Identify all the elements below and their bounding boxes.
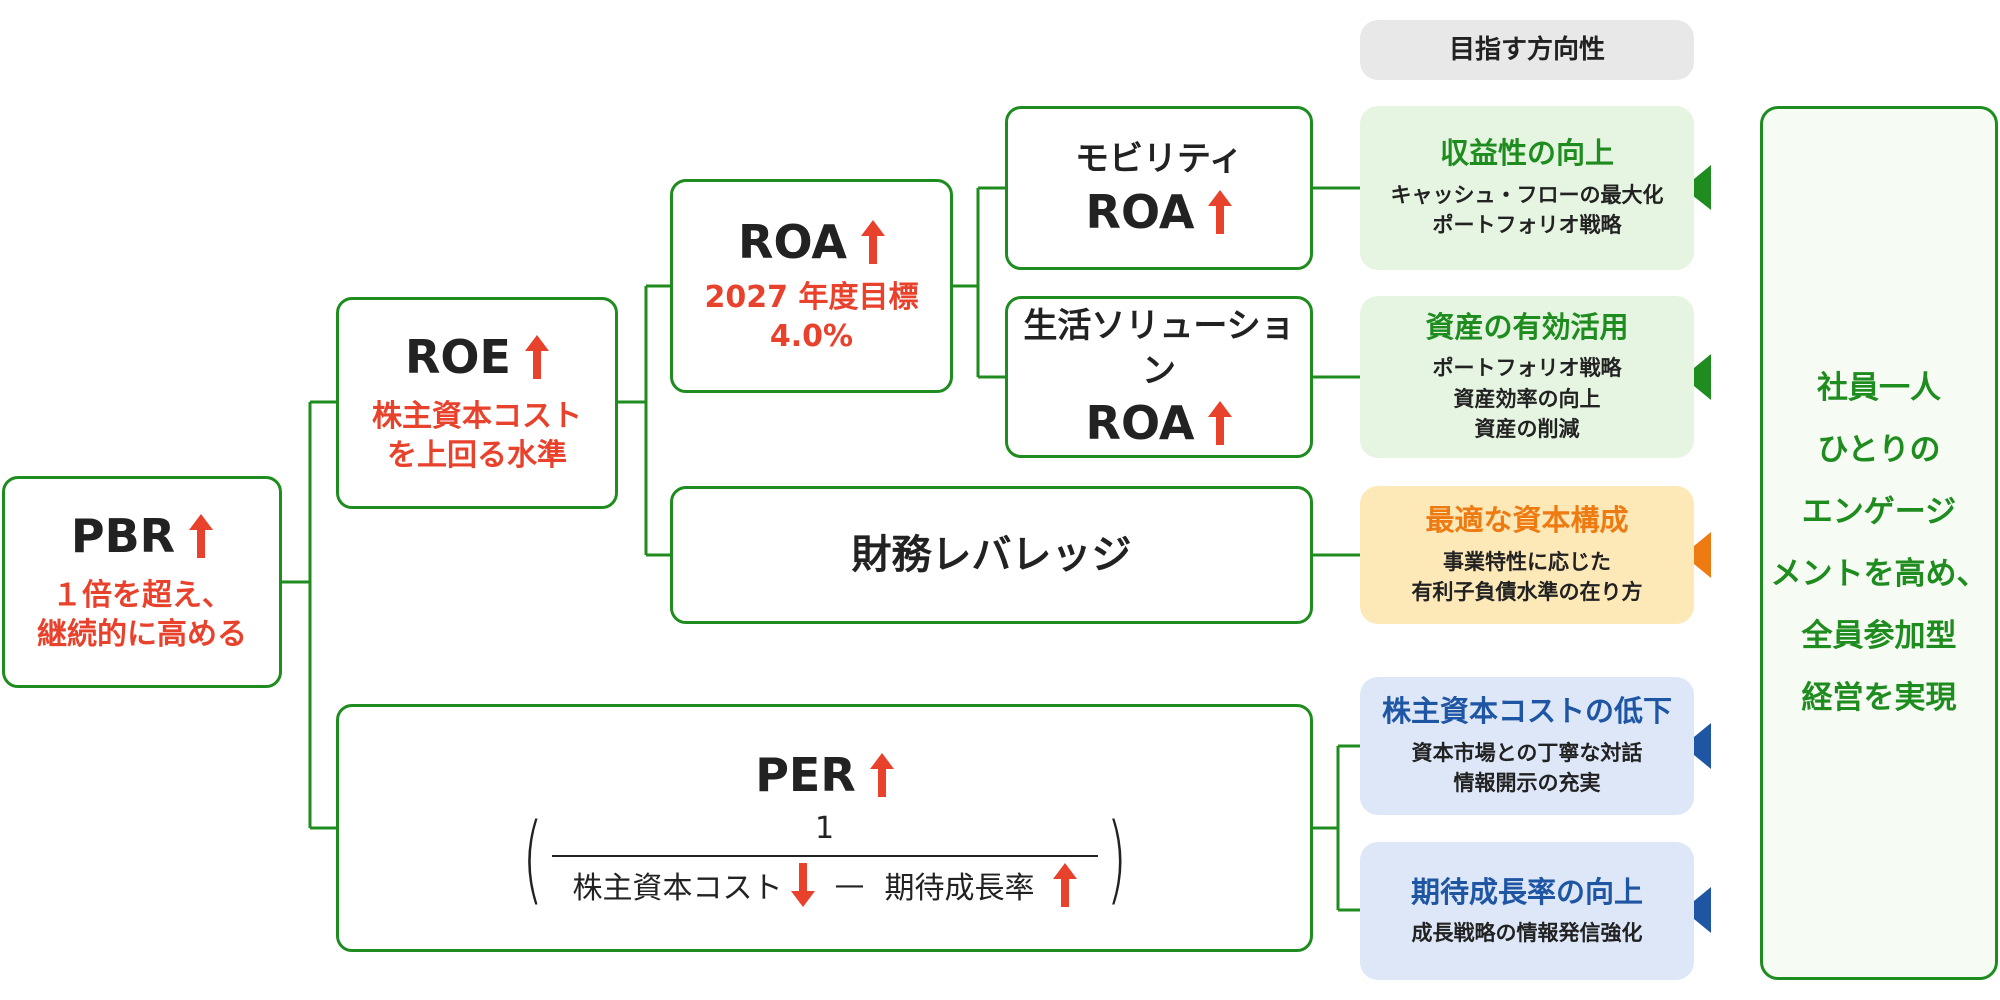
roa-box: ROA 2027 年度目標 4.0% [670, 179, 953, 393]
per-term-growth: 期待成長率 [884, 871, 1035, 907]
roa-note: 2027 年度目標 4.0% [704, 280, 919, 355]
up-arrow-icon [860, 219, 885, 264]
direction-cost-of-equity: 株主資本コストの低下 資本市場との丁寧な対話 情報開示の充実 [1360, 677, 1694, 815]
direction-growth-rate: 期待成長率の向上 成長戦略の情報発信強化 [1360, 842, 1694, 980]
per-numerator: 1 [814, 811, 835, 847]
mobility-label: モビリティ [1075, 139, 1243, 180]
pbr-box: PBR １倍を超え、 継続的に高める [2, 476, 282, 688]
direction-title: 株主資本コストの低下 [1381, 694, 1672, 729]
per-term-cost: 株主資本コスト [572, 871, 783, 907]
financial-leverage-title: 財務レバレッジ [851, 532, 1132, 578]
up-arrow-icon [1208, 190, 1233, 235]
direction-title: 資産の有効活用 [1425, 310, 1629, 345]
direction-header-label: 目指す方向性 [1448, 34, 1605, 65]
direction-title: 収益性の向上 [1439, 136, 1614, 171]
direction-body: 成長戦略の情報発信強化 [1411, 920, 1643, 945]
down-arrow-icon [790, 863, 815, 908]
life-solution-label: 生活ソリューション [1023, 306, 1295, 391]
pbr-note: １倍を超え、 継続的に高める [37, 578, 247, 653]
life-solution-roa-box: 生活ソリューション ROA [1005, 296, 1313, 458]
roe-box: ROE 株主資本コスト を上回る水準 [336, 297, 618, 509]
left-triangle-icon [1683, 887, 1711, 933]
mobility-roa-label: ROA [1085, 184, 1195, 239]
direction-title: 期待成長率の向上 [1410, 874, 1643, 909]
per-box: PER ( 1 株主資本コスト — 期待成長率 ) [336, 704, 1313, 952]
per-minus: — [834, 867, 865, 903]
roa-title: ROA [738, 214, 847, 269]
pbr-title: PBR [70, 508, 176, 563]
life-solution-roa-label: ROA [1085, 395, 1195, 450]
direction-header: 目指す方向性 [1360, 20, 1694, 80]
direction-profitability: 収益性の向上 キャッシュ・フローの最大化 ポートフォリオ戦略 [1360, 106, 1694, 270]
roe-title: ROE [405, 329, 511, 384]
mobility-roa-box: モビリティ ROA [1005, 106, 1313, 270]
up-arrow-icon [1052, 863, 1077, 908]
up-arrow-icon [1208, 401, 1233, 446]
up-arrow-icon [189, 513, 214, 558]
left-triangle-icon [1683, 532, 1711, 578]
engagement-box: 社員一人 ひとりの エンゲージ メントを高め、 全員参加型 経営を実現 [1760, 106, 1998, 980]
left-triangle-icon [1683, 354, 1711, 400]
direction-asset-utilization: 資産の有効活用 ポートフォリオ戦略 資産効率の向上 資産の削減 [1360, 296, 1694, 458]
engagement-text: 社員一人 ひとりの エンゲージ メントを高め、 全員参加型 経営を実現 [1770, 370, 1988, 716]
financial-leverage-box: 財務レバレッジ [670, 486, 1313, 624]
left-paren: ( [522, 803, 544, 916]
direction-title: 最適な資本構成 [1425, 503, 1629, 538]
direction-body: キャッシュ・フローの最大化 ポートフォリオ戦略 [1390, 182, 1664, 238]
left-triangle-icon [1683, 723, 1711, 769]
direction-capital-structure: 最適な資本構成 事業特性に応じた 有利子負債水準の在り方 [1360, 486, 1694, 624]
direction-body: ポートフォリオ戦略 資産効率の向上 資産の削減 [1432, 356, 1622, 442]
direction-body: 資本市場との丁寧な対話 情報開示の充実 [1411, 740, 1643, 796]
fraction-bar [551, 855, 1098, 858]
direction-body: 事業特性に応じた 有利子負債水準の在り方 [1411, 549, 1643, 605]
right-paren: ) [1105, 803, 1127, 916]
per-title: PER [755, 747, 856, 802]
per-formula: ( 1 株主資本コスト — 期待成長率 ) [514, 803, 1135, 916]
left-triangle-icon [1683, 165, 1711, 210]
up-arrow-icon [524, 334, 549, 379]
up-arrow-icon [869, 752, 894, 797]
roe-note: 株主資本コスト を上回る水準 [372, 399, 582, 474]
